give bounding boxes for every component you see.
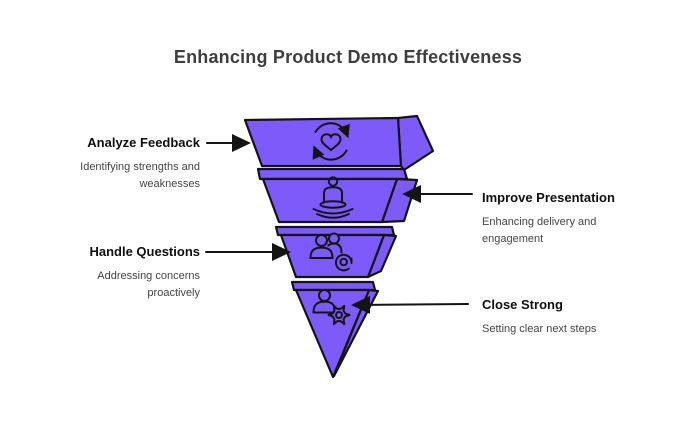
funnel-tier-4-lip (290, 280, 377, 292)
step-handle-questions-description: Addressing concerns proactively (97, 270, 200, 299)
step-handle-questions: Handle Questions Addressing concerns pro… (35, 244, 200, 301)
step-analyze-feedback-title: Analyze Feedback (87, 135, 200, 150)
step-improve-presentation-title: Improve Presentation (482, 190, 615, 205)
step-close-strong: Close Strong Setting clear next steps (482, 297, 652, 338)
step-handle-questions-title: Handle Questions (89, 244, 200, 259)
meditating-presenter-icon (312, 176, 354, 219)
funnel-tier-1-side (396, 114, 435, 172)
step-close-strong-title: Close Strong (482, 297, 563, 312)
connector-arrow-close-strong (351, 295, 469, 314)
step-close-strong-description: Setting clear next steps (482, 323, 597, 335)
people-mention-icon (309, 232, 353, 272)
person-gear-icon (312, 289, 351, 326)
page-title: Enhancing Product Demo Effectiveness (173, 47, 523, 67)
step-improve-presentation: Improve Presentation Enhancing delivery … (482, 190, 652, 247)
step-analyze-feedback-description: Identifying strengths and weaknesses (80, 161, 200, 190)
step-analyze-feedback: Analyze Feedback Identifying strengths a… (35, 135, 200, 192)
step-improve-presentation-description: Enhancing delivery and engagement (482, 216, 597, 245)
heart-refresh-icon (312, 122, 350, 161)
